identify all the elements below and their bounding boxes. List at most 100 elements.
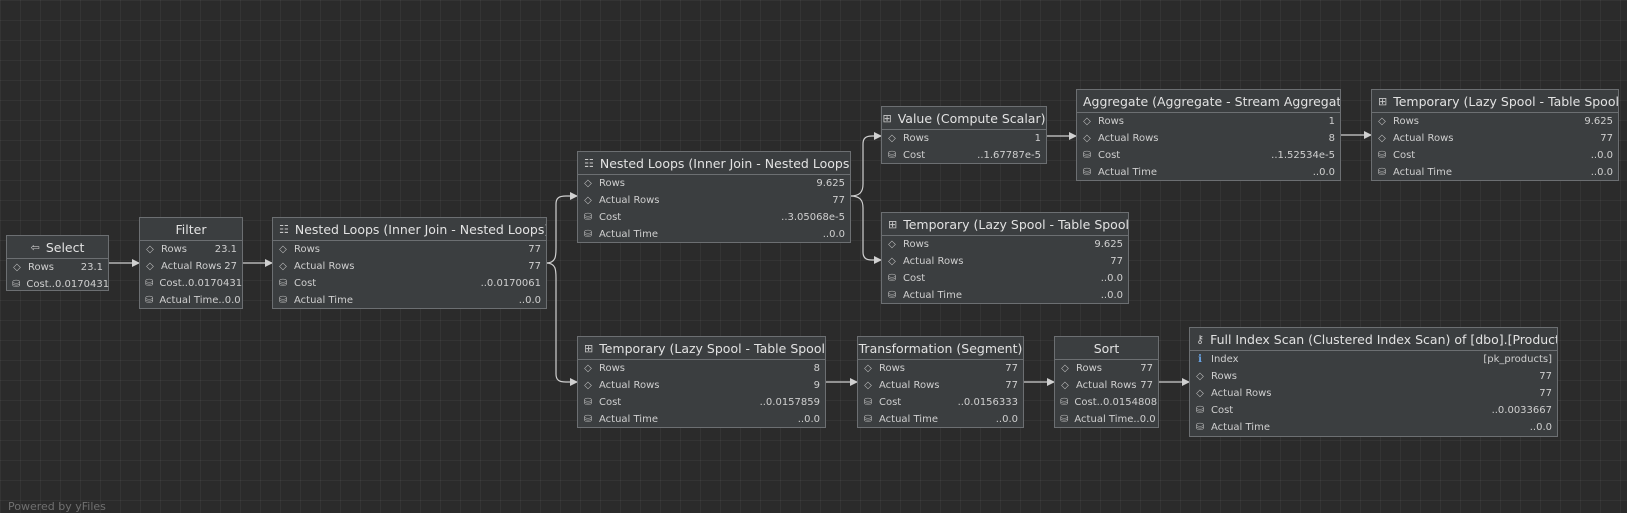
property-value: ..0.0 xyxy=(1100,290,1123,301)
property-label: Cost xyxy=(599,397,622,408)
table-spool-node-1[interactable]: ⊞ Temporary (Lazy Spool - Table Spool) ◇Ro… xyxy=(1371,89,1619,181)
property-label: Actual Rows xyxy=(599,380,660,391)
property-row: ⛁Actual Time..0.0 xyxy=(578,226,850,243)
edge-nl1-tmp3 xyxy=(545,262,578,386)
property-value: 9.625 xyxy=(816,178,845,189)
property-label: Index xyxy=(1211,354,1239,365)
rows-diamond-icon: ◇ xyxy=(1083,116,1091,127)
property-label: Cost xyxy=(1211,405,1234,416)
property-value: ..0.0 xyxy=(1590,150,1613,161)
table-spool-node-3[interactable]: ⊞Temporary (Lazy Spool - Table Spool)◇Ro… xyxy=(577,336,826,428)
property-label: Rows xyxy=(599,363,626,374)
database-icon: ⛁ xyxy=(583,397,593,408)
property-label: Actual Time xyxy=(1211,422,1270,433)
property-row: ⛁Actual Time..0.0 xyxy=(882,287,1128,304)
node-title-text: Full Index Scan (Clustered Index Scan) o… xyxy=(1210,331,1557,347)
nested-loops-node-2[interactable]: ☷Nested Loops (Inner Join - Nested Loops… xyxy=(577,151,851,243)
database-icon: ⛁ xyxy=(583,414,593,425)
table-icon: ⊞ xyxy=(1378,94,1388,108)
node-title: ⇦Select xyxy=(7,236,108,259)
property-row: ⛁Cost..0.0154808 xyxy=(1055,394,1158,411)
property-value: 77 xyxy=(528,261,541,272)
property-row: ⛁Actual Time..0.0 xyxy=(858,411,1023,428)
edge-nl2-tmp2 xyxy=(849,195,882,264)
database-icon: ⛁ xyxy=(12,279,21,290)
property-value: ..0.0157859 xyxy=(759,397,820,408)
node-title: ☷Nested Loops (Inner Join - Nested Loops… xyxy=(273,218,546,241)
database-icon: ⛁ xyxy=(583,212,593,223)
rows-diamond-icon: ◇ xyxy=(888,133,896,144)
database-icon: ⛁ xyxy=(278,278,288,289)
database-icon: ⛁ xyxy=(863,414,873,425)
property-label: Rows xyxy=(28,262,55,273)
rows-diamond-icon: ◇ xyxy=(864,363,872,374)
property-label: Rows xyxy=(1393,116,1420,127)
property-value: ..0.0 xyxy=(1529,422,1552,433)
rows-diamond-icon: ◇ xyxy=(864,380,872,391)
property-label: Actual Time xyxy=(599,229,658,240)
property-label: Actual Time xyxy=(1098,167,1157,178)
stream-aggregate-node[interactable]: Aggregate (Aggregate - Stream Aggregate)… xyxy=(1076,89,1341,181)
property-label: Actual Time xyxy=(1393,167,1452,178)
database-icon: ⛁ xyxy=(1377,167,1387,178)
nested-loops-icon: ☷ xyxy=(584,156,594,170)
property-value: 77 xyxy=(1539,388,1552,399)
property-label: Actual Time xyxy=(294,295,353,306)
rows-diamond-icon: ◇ xyxy=(584,380,592,391)
property-value: 77 xyxy=(832,195,845,206)
rows-diamond-icon: ◇ xyxy=(279,261,287,272)
property-value: 77 xyxy=(1110,256,1123,267)
node-title-text: Nested Loops (Inner Join - Nested Loops) xyxy=(294,221,546,237)
property-label: Rows xyxy=(1098,116,1125,127)
property-value: ..1.52534e-5 xyxy=(1271,150,1335,161)
property-row: ⛁Actual Time..0.0 xyxy=(1055,411,1158,428)
property-row: ⛁Cost..1.67787e-5 xyxy=(882,147,1046,164)
property-value: ..0.0033667 xyxy=(1491,405,1552,416)
property-value: 23.1 xyxy=(214,244,237,255)
database-icon: ⛁ xyxy=(1195,405,1205,416)
property-label: Rows xyxy=(161,244,188,255)
node-title: Aggregate (Aggregate - Stream Aggregate) xyxy=(1077,90,1340,113)
property-value: 77 xyxy=(1005,380,1018,391)
table-spool-node-2[interactable]: ⊞Temporary (Lazy Spool - Table Spool)◇Ro… xyxy=(881,212,1129,304)
database-icon: ⛁ xyxy=(887,290,897,301)
edge-nl2-value xyxy=(849,132,882,197)
database-icon: ⛁ xyxy=(145,295,154,306)
property-label: Actual Time xyxy=(879,414,938,425)
database-icon: ⛁ xyxy=(887,150,897,161)
property-value: 23.1 xyxy=(80,262,103,273)
rows-diamond-icon: ◇ xyxy=(888,256,896,267)
database-icon: ⛁ xyxy=(1377,150,1387,161)
rows-diamond-icon: ◇ xyxy=(1196,371,1204,382)
nested-loops-node-1[interactable]: ☷Nested Loops (Inner Join - Nested Loops… xyxy=(272,217,547,309)
property-row: ⛁Cost..1.52534e-5 xyxy=(1077,147,1340,164)
property-value: ..0.0170431 xyxy=(181,278,243,289)
property-row: ⛁Cost..0.0 xyxy=(1372,147,1618,164)
property-row: ⛁Cost..0.0 xyxy=(882,270,1128,287)
powered-by-footer: Powered by yFiles xyxy=(8,500,106,513)
property-value: 77 xyxy=(1539,371,1552,382)
info-icon: i xyxy=(1198,354,1202,365)
property-value: 8 xyxy=(1328,133,1335,144)
node-title-text: Aggregate (Aggregate - Stream Aggregate) xyxy=(1083,93,1340,109)
node-title-text: Temporary (Lazy Spool - Table Spool) xyxy=(1393,93,1618,109)
property-label: Rows xyxy=(599,178,626,189)
node-title: Transformation (Segment) xyxy=(858,337,1023,360)
clustered-index-scan-node[interactable]: ⚷Full Index Scan (Clustered Index Scan) … xyxy=(1189,327,1558,437)
